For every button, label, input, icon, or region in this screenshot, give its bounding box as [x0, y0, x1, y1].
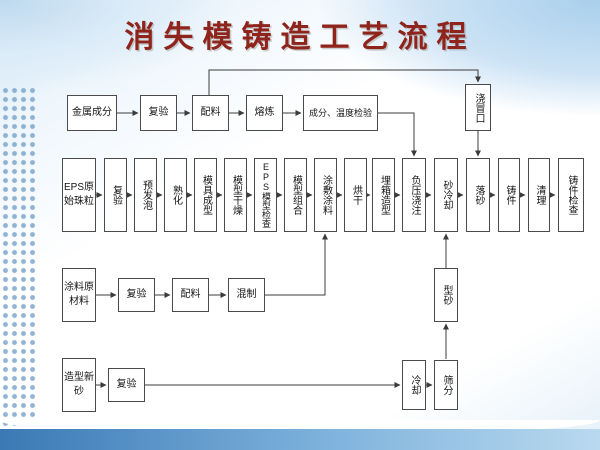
- flow-box-shakeout: 落砂: [466, 158, 490, 232]
- flow-box-mold-forming: 模具成型: [194, 158, 217, 232]
- flow-box-cleaning: 清理: [528, 158, 550, 232]
- flow-box-molding-sand: 型砂: [434, 268, 458, 322]
- flow-box-sand-recheck: 复验: [108, 368, 145, 402]
- flow-box-vacuum-pouring: 负压浇注: [402, 158, 426, 232]
- flow-box-eps-pattern-check: EPS模型检查: [254, 158, 277, 232]
- flow-box-metal-batching: 配料: [192, 95, 229, 131]
- flow-box-coating-recheck: 复验: [118, 278, 155, 312]
- flow-box-mixing: 混制: [228, 278, 265, 312]
- flow-box-metal-recheck: 复验: [140, 95, 177, 131]
- flow-box-pre-foaming: 预发泡: [134, 158, 157, 232]
- flow-box-coating-raw-material: 涂料原材料: [62, 268, 96, 322]
- flow-box-sand-cooling: 砂冷却: [434, 158, 458, 232]
- flow-box-box-molding: 埋箱造型: [372, 158, 395, 232]
- top-left-arc-decoration: [0, 0, 240, 95]
- flow-box-pattern-assembly: 模型组合: [284, 158, 307, 232]
- flow-box-coating-batching: 配料: [172, 278, 209, 312]
- slide-title: 消失模铸造工艺流程: [124, 21, 476, 54]
- flow-box-casting-inspection: 铸件检查: [558, 158, 584, 232]
- flow-box-pattern-drying: 模型干燥: [224, 158, 247, 232]
- flow-box-curing: 熟化: [164, 158, 187, 232]
- flow-box-eps-beads: EPS原始珠粒: [62, 158, 96, 232]
- flow-box-drying-oven: 烘干: [344, 158, 367, 232]
- flow-box-coating-apply: 涂敷涂料: [314, 158, 337, 232]
- flow-box-gating-riser: 浇冒口: [465, 84, 491, 131]
- flow-box-melting: 熔炼: [246, 95, 283, 131]
- flow-box-composition-temp-check: 成分、温度检验: [303, 95, 378, 131]
- flow-box-screening: 筛分: [434, 360, 458, 410]
- flow-box-new-molding-sand: 造型新砂: [62, 358, 96, 412]
- flow-box-casting: 铸件: [498, 158, 520, 232]
- connector-arrow: [208, 69, 481, 95]
- flow-box-eps-recheck: 复验: [104, 158, 127, 232]
- flow-box-sand-cooling-reclaim: 冷却: [402, 360, 426, 410]
- flow-box-metal-composition: 金属成分: [67, 95, 117, 131]
- connector-arrow: [378, 112, 417, 157]
- bottom-wave-band-decoration: [0, 429, 600, 450]
- connector-arrow: [265, 233, 328, 296]
- halftone-dots-decoration: [1, 86, 39, 432]
